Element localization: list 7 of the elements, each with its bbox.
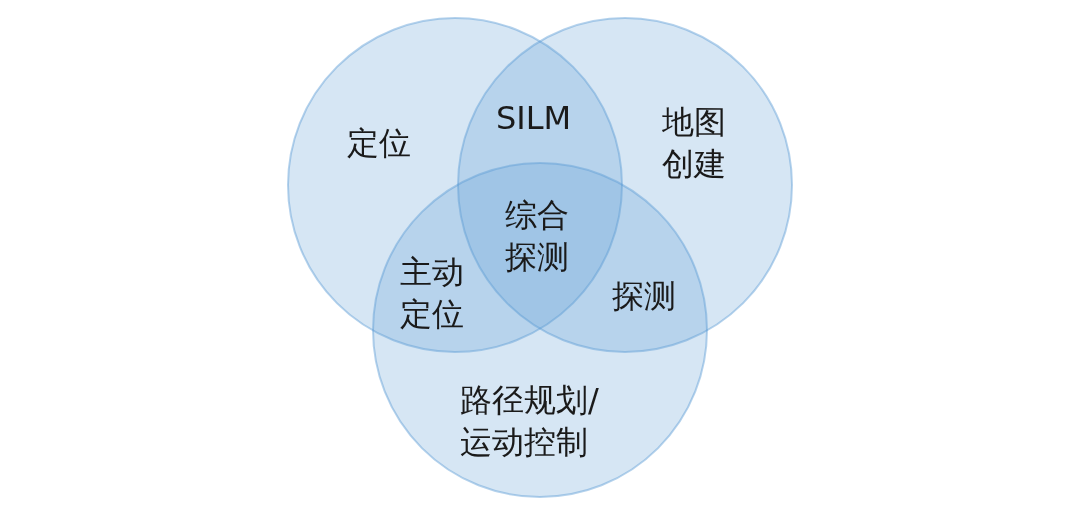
set-label: 地图创建 [662,102,727,185]
overlap-label: 探测 [612,276,677,317]
set-label: 路径规划/运动控制 [460,380,600,463]
set-label: 定位 [347,123,412,164]
overlap-label: SILM [496,98,573,139]
overlap-label: 主动定位 [400,252,465,335]
overlap-label: 综合探测 [505,195,570,278]
